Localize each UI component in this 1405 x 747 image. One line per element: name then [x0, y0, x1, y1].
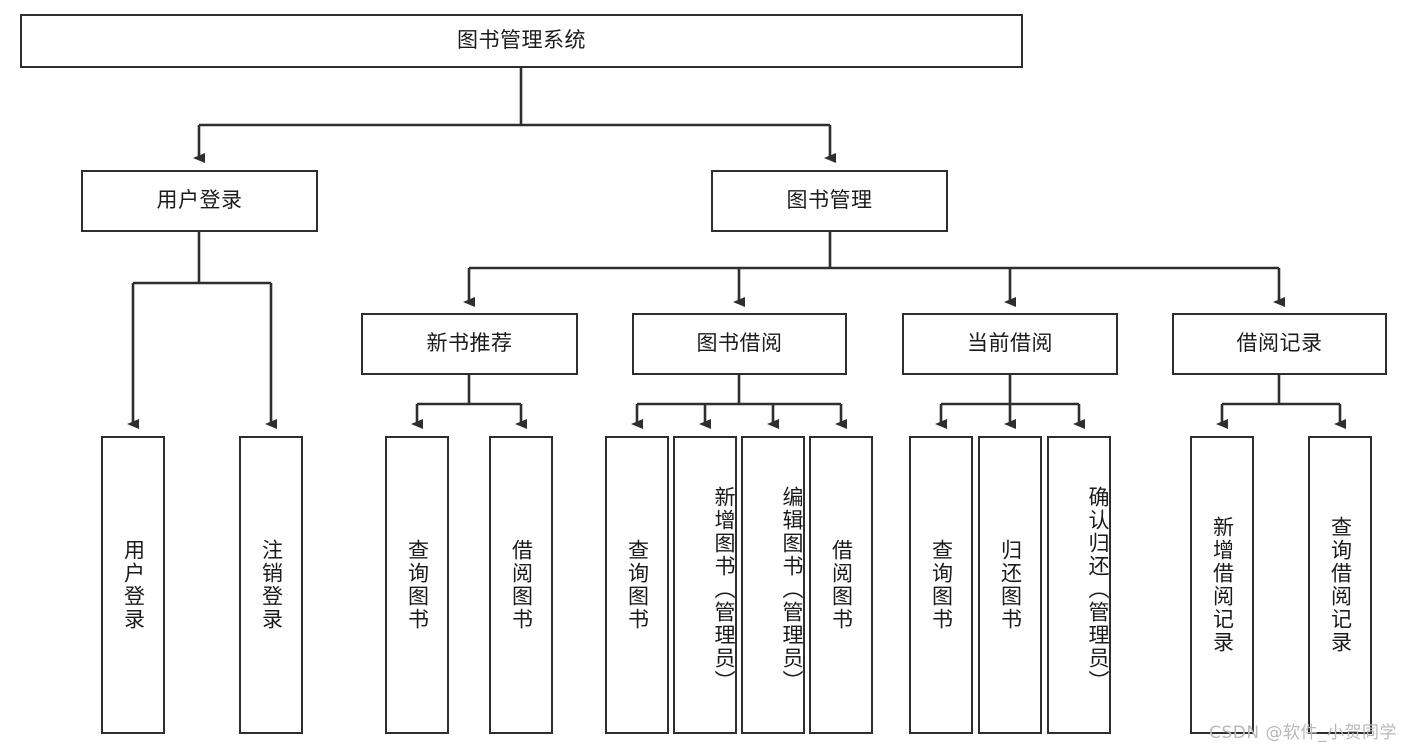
- node-label: 当前借阅: [967, 331, 1053, 356]
- node-label: 图书管理: [786, 188, 873, 213]
- leaf-new-book-query-book[interactable]: 查询图书: [385, 436, 449, 734]
- csdn-watermark: CSDN @软件_小贺同学: [1209, 723, 1397, 743]
- leaf-current-borrow-confirm-return-admin[interactable]: 确认归还（管理员）: [1047, 436, 1111, 734]
- leaf-user-login-login[interactable]: 用户登录: [101, 436, 165, 734]
- node-label: 新增图书（管理员）: [712, 485, 736, 693]
- node-new-book-recommend[interactable]: 新书推荐: [361, 313, 578, 375]
- node-label: 编辑图书（管理员）: [780, 485, 804, 693]
- node-label: 查询借阅记录: [1328, 516, 1353, 654]
- node-label: 图书管理系统: [457, 28, 586, 53]
- node-label: 查询图书: [929, 539, 954, 631]
- node-label: 用户登录: [121, 539, 146, 631]
- node-label: 借阅图书: [829, 539, 854, 631]
- leaf-book-borrow-borrow-book[interactable]: 借阅图书: [809, 436, 873, 734]
- leaf-book-borrow-edit-book-admin[interactable]: 编辑图书（管理员）: [741, 436, 805, 734]
- leaf-current-borrow-query-book[interactable]: 查询图书: [909, 436, 973, 734]
- node-book-management[interactable]: 图书管理: [711, 170, 948, 232]
- node-label: 图书借阅: [696, 331, 783, 356]
- leaf-user-login-logout[interactable]: 注销登录: [239, 436, 303, 734]
- leaf-borrow-record-query-record[interactable]: 查询借阅记录: [1308, 436, 1372, 734]
- leaf-book-borrow-add-book-admin[interactable]: 新增图书（管理员）: [673, 436, 737, 734]
- node-root-book-management-system[interactable]: 图书管理系统: [20, 14, 1023, 68]
- node-label: 确认归还（管理员）: [1086, 485, 1110, 693]
- node-label: 新书推荐: [426, 331, 513, 356]
- node-label: 注销登录: [259, 539, 284, 631]
- leaf-current-borrow-return-book[interactable]: 归还图书: [978, 436, 1042, 734]
- node-label: 归还图书: [998, 539, 1023, 631]
- node-book-borrow[interactable]: 图书借阅: [632, 313, 847, 375]
- node-label: 新增借阅记录: [1210, 516, 1235, 654]
- leaf-borrow-record-add-record[interactable]: 新增借阅记录: [1190, 436, 1254, 734]
- leaf-book-borrow-query-book[interactable]: 查询图书: [605, 436, 669, 734]
- node-borrow-record[interactable]: 借阅记录: [1172, 313, 1387, 375]
- node-label: 用户登录: [156, 188, 243, 213]
- node-current-borrow[interactable]: 当前借阅: [902, 313, 1118, 375]
- node-label: 查询图书: [625, 539, 650, 631]
- node-label: 查询图书: [405, 539, 430, 631]
- node-label: 借阅图书: [509, 539, 534, 631]
- node-user-login[interactable]: 用户登录: [81, 170, 318, 232]
- leaf-new-book-borrow-book[interactable]: 借阅图书: [489, 436, 553, 734]
- node-label: 借阅记录: [1236, 331, 1323, 356]
